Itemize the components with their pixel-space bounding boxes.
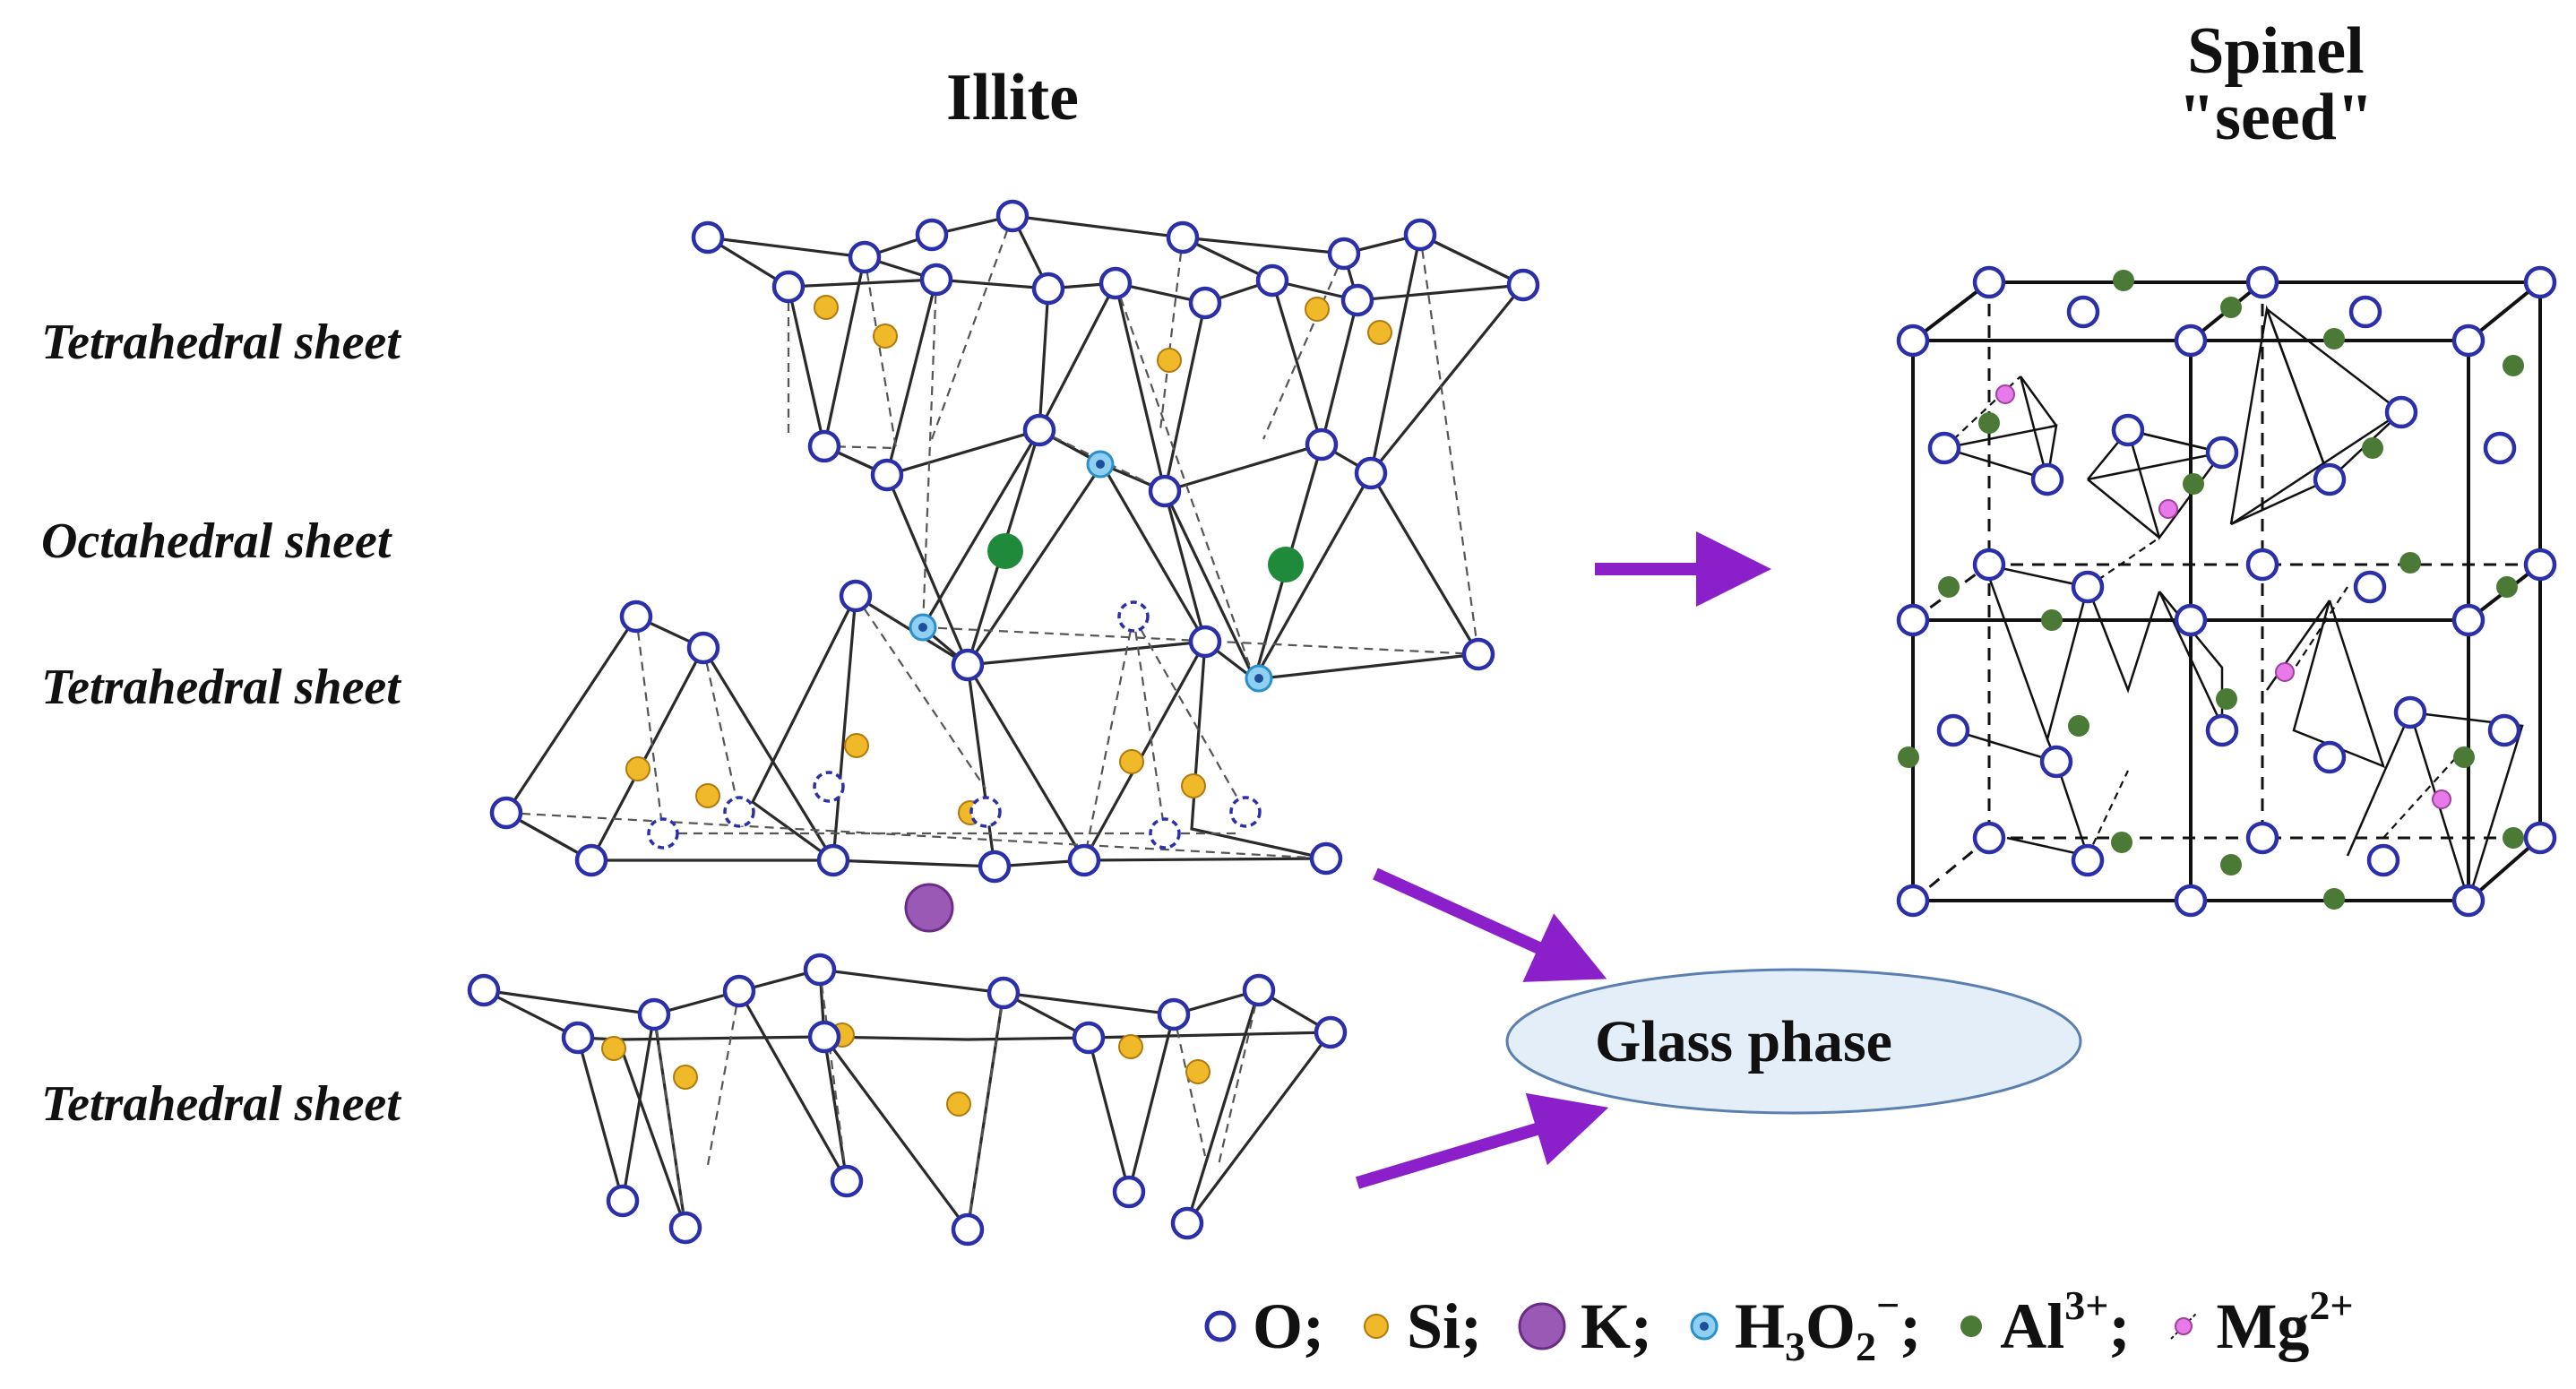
legend-potassium-label: K; xyxy=(1581,1290,1652,1362)
octahedral-sheet-label: Octahedral sheet xyxy=(41,513,392,569)
silicon-atoms xyxy=(601,276,1392,1117)
glass-phase-ellipse xyxy=(1505,968,2082,1115)
illite-title: Illite xyxy=(946,61,1079,134)
magnesium-ion-icon xyxy=(2170,1313,2198,1340)
arrow-up-to-glass xyxy=(1355,1092,1609,1189)
illite-hidden-bonds xyxy=(505,215,1480,861)
legend-oxygen-label: O; xyxy=(1253,1290,1324,1362)
tetrahedral-sheet-label-bottom: Tetrahedral sheet xyxy=(41,1076,401,1132)
legend-magnesium: Mg2+ xyxy=(2164,1281,2354,1364)
spinel-title-line2: "seed" xyxy=(2178,81,2374,154)
hidden-oxygen-atoms xyxy=(647,600,1262,850)
hydroxyl-ions xyxy=(909,450,1273,693)
legend-potassium: K; xyxy=(1516,1290,1652,1364)
silicon-atom-icon xyxy=(1363,1314,1389,1339)
tetrahedral-sheet-label-middle: Tetrahedral sheet xyxy=(41,660,401,715)
legend: O; Si; K; H3O2−; Al3+; Mg2+ xyxy=(1201,1281,2388,1371)
legend-oxygen: O; xyxy=(1201,1290,1324,1364)
legend-aluminium: Al3+; xyxy=(1955,1281,2131,1364)
arrows xyxy=(1355,531,1771,1189)
spinel-aluminium-ions xyxy=(1898,270,2524,910)
oxygen-atom-icon xyxy=(1204,1310,1236,1342)
oxygen-atoms xyxy=(467,199,1540,1247)
arrow-down-to-glass xyxy=(1373,867,1607,982)
octahedral-cations xyxy=(987,533,1304,582)
legend-aluminium-label: Al3+; xyxy=(2000,1281,2131,1362)
hydroxyl-ion-icon xyxy=(1690,1312,1719,1341)
legend-magnesium-label: Mg2+ xyxy=(2216,1281,2354,1362)
aluminium-ion-icon xyxy=(1960,1316,1983,1337)
potassium-atom xyxy=(904,883,954,933)
illite-bottom-hidden-bonds xyxy=(652,969,1261,1230)
tetrahedral-sheet-label-top: Tetrahedral sheet xyxy=(41,315,401,370)
legend-hydroxyl: H3O2−; xyxy=(1686,1281,1922,1369)
spinel-title-line1: Spinel xyxy=(2187,14,2365,88)
spinel-tetra-bonds xyxy=(1943,305,2524,905)
spinel-title: Spinel "seed" xyxy=(2132,18,2419,151)
glass-phase-label: Glass phase xyxy=(1595,1009,1892,1074)
spinel-magnesium-ions xyxy=(1995,384,2451,809)
legend-hydroxyl-label: H3O2−; xyxy=(1735,1281,1922,1369)
legend-silicon-label: Si; xyxy=(1406,1290,1483,1362)
potassium-atom-icon xyxy=(1518,1302,1566,1350)
spinel-oxygen-atoms xyxy=(1896,265,2557,918)
legend-silicon: Si; xyxy=(1358,1290,1482,1364)
